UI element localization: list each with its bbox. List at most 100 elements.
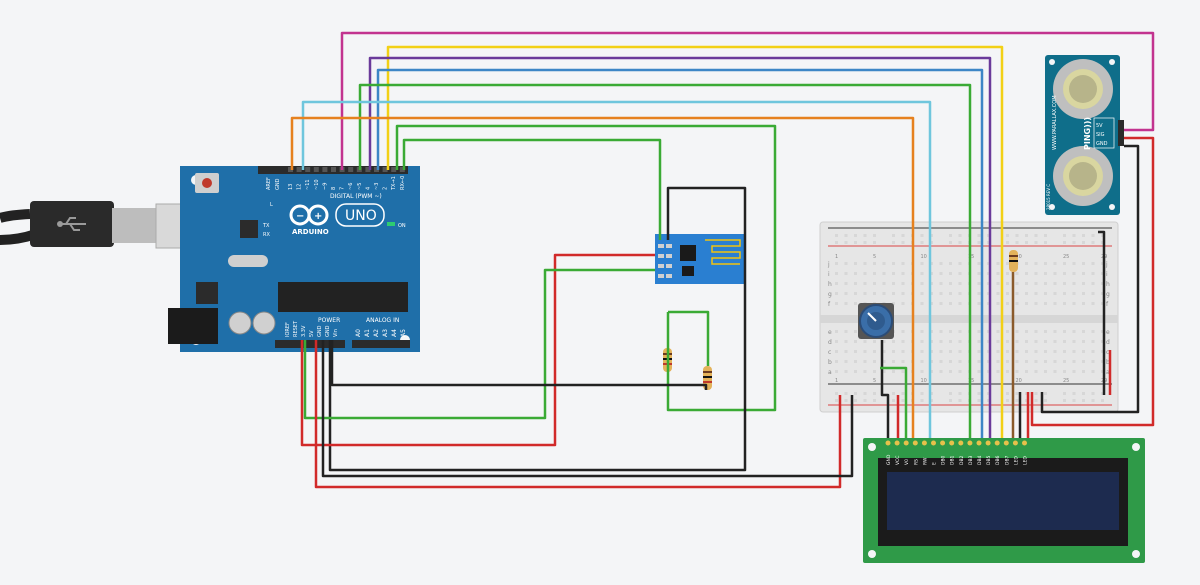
wire-red-esp (300, 253, 655, 447)
power-pin-label: IOREF (285, 322, 291, 337)
lcd-pin[interactable] (912, 440, 918, 446)
usb-icon (57, 217, 86, 231)
wire-magenta (340, 31, 1155, 170)
digital-pin[interactable] (313, 167, 319, 172)
lcd-pin-label: DB4 (977, 455, 983, 465)
potentiometer[interactable] (858, 303, 894, 339)
bb-col-label: 5 (873, 254, 876, 260)
lcd-pin[interactable] (985, 440, 991, 446)
bb-col-label: 25 (1063, 254, 1069, 260)
resistor-3[interactable] (1009, 250, 1018, 272)
lcd-pin[interactable] (994, 440, 1000, 446)
power-pin-label: GND (325, 325, 331, 337)
arduino-logo: − + (289, 204, 329, 226)
lcd-pin[interactable] (931, 440, 936, 446)
digital-header-label: DIGITAL (PWM ~) (330, 193, 382, 200)
lcd-pin[interactable] (894, 440, 900, 446)
power-pin-label: 3.3V (301, 325, 307, 337)
bb-row-label: i (828, 271, 830, 278)
bb-col-label: 20 (1016, 254, 1022, 260)
lcd-pin[interactable] (949, 440, 955, 446)
bb-row-label: i (1106, 271, 1108, 278)
bb-col-label: 10 (921, 254, 927, 260)
wire-green-pot (880, 366, 908, 440)
bb-row-label: g (828, 291, 832, 298)
svg-text:−: − (296, 211, 304, 222)
power-header-label: POWER (318, 317, 340, 324)
digital-pin-label: ~3 (374, 183, 380, 190)
wire-green-3 (402, 138, 662, 240)
lcd-pin-label: DB0 (941, 455, 947, 465)
atmega-chip (278, 282, 408, 312)
bb-row-label: f (1106, 301, 1109, 308)
lcd-pin[interactable] (903, 440, 909, 446)
bb-col-label: 25 (1063, 378, 1069, 384)
bb-row-label: h (828, 281, 832, 288)
lcd-pin[interactable] (1012, 440, 1018, 446)
lcd-pin[interactable] (967, 440, 973, 446)
analog-pin-label: A2 (373, 329, 380, 337)
bb-row-label: e (828, 329, 832, 336)
lcd-pin-label: E (932, 462, 938, 465)
lcd-pin[interactable] (940, 440, 946, 446)
bb-row-label: e (1106, 329, 1110, 336)
analog-pin-label: A0 (355, 329, 362, 337)
lcd-pin-label: LED (1013, 456, 1019, 465)
resistor-2[interactable] (703, 366, 712, 390)
tx-label: TX (262, 223, 270, 229)
analog-pin-label: A4 (391, 329, 398, 337)
analog-pin-label: A5 (400, 329, 407, 337)
digital-pin[interactable] (391, 167, 397, 172)
ultrasonic-sensor[interactable]: 5V SIG GND PING))) WWW.PARALLAX.COM 2801… (1045, 55, 1124, 215)
lcd-pin[interactable] (921, 440, 927, 446)
analog-header-label: ANALOG IN (366, 317, 399, 324)
svg-text:+: + (314, 211, 322, 222)
lcd-pin-label: DB2 (959, 455, 965, 465)
lcd-pin[interactable] (1022, 440, 1027, 446)
lcd-pin-label: DB6 (995, 455, 1001, 465)
digital-pin-label: TX→1 (391, 176, 397, 191)
lcd-pin-label: VCC (895, 456, 901, 465)
lcd-pin[interactable] (976, 440, 982, 446)
lcd-pin[interactable] (958, 440, 964, 446)
lcd-pin-label: DB7 (1004, 455, 1010, 465)
analog-pin-label: A3 (382, 329, 389, 337)
lcd-pin-label: LED (1023, 456, 1029, 465)
digital-pin-label: ~5 (357, 183, 363, 190)
bb-col-label: 10 (921, 378, 927, 384)
digital-pin-label: ~11 (305, 179, 311, 190)
digital-pin[interactable] (365, 167, 371, 172)
sensor-name-label: PING))) (1083, 117, 1092, 150)
bb-col-label: 20 (1016, 378, 1022, 384)
on-label: ON (398, 223, 406, 229)
power-pin-label: GND (317, 325, 323, 337)
power-pin-label: RESET (293, 320, 299, 337)
wire-orange (290, 116, 915, 440)
digital-pin[interactable] (322, 167, 328, 172)
digital-pin[interactable] (305, 167, 311, 172)
rx-label: RX (263, 232, 270, 238)
digital-pin[interactable] (331, 167, 336, 172)
lcd-pin[interactable] (885, 440, 891, 446)
wire-green-1 (358, 83, 972, 440)
bb-row-label: b (828, 359, 832, 366)
digital-pin[interactable] (296, 167, 302, 172)
bb-row-label: f (828, 301, 831, 308)
bb-row-label: h (1106, 281, 1110, 288)
digital-pin[interactable] (288, 167, 293, 172)
bb-row-label: b (1106, 359, 1110, 366)
lcd-pin-label: RS (913, 459, 919, 465)
digital-pin[interactable] (348, 167, 354, 172)
digital-pin[interactable] (399, 167, 405, 172)
esp8266-module[interactable] (655, 234, 745, 284)
sensor-pin-sig-label: SIG (1096, 132, 1105, 138)
bb-row-label: c (828, 349, 831, 356)
gnd-label: GND (275, 178, 281, 190)
bb-col-label: 1 (835, 378, 838, 384)
digital-pin[interactable] (382, 167, 388, 172)
lcd-pin[interactable] (1003, 440, 1009, 446)
bb-row-label: c (1106, 349, 1109, 356)
digital-pin[interactable] (374, 167, 379, 172)
